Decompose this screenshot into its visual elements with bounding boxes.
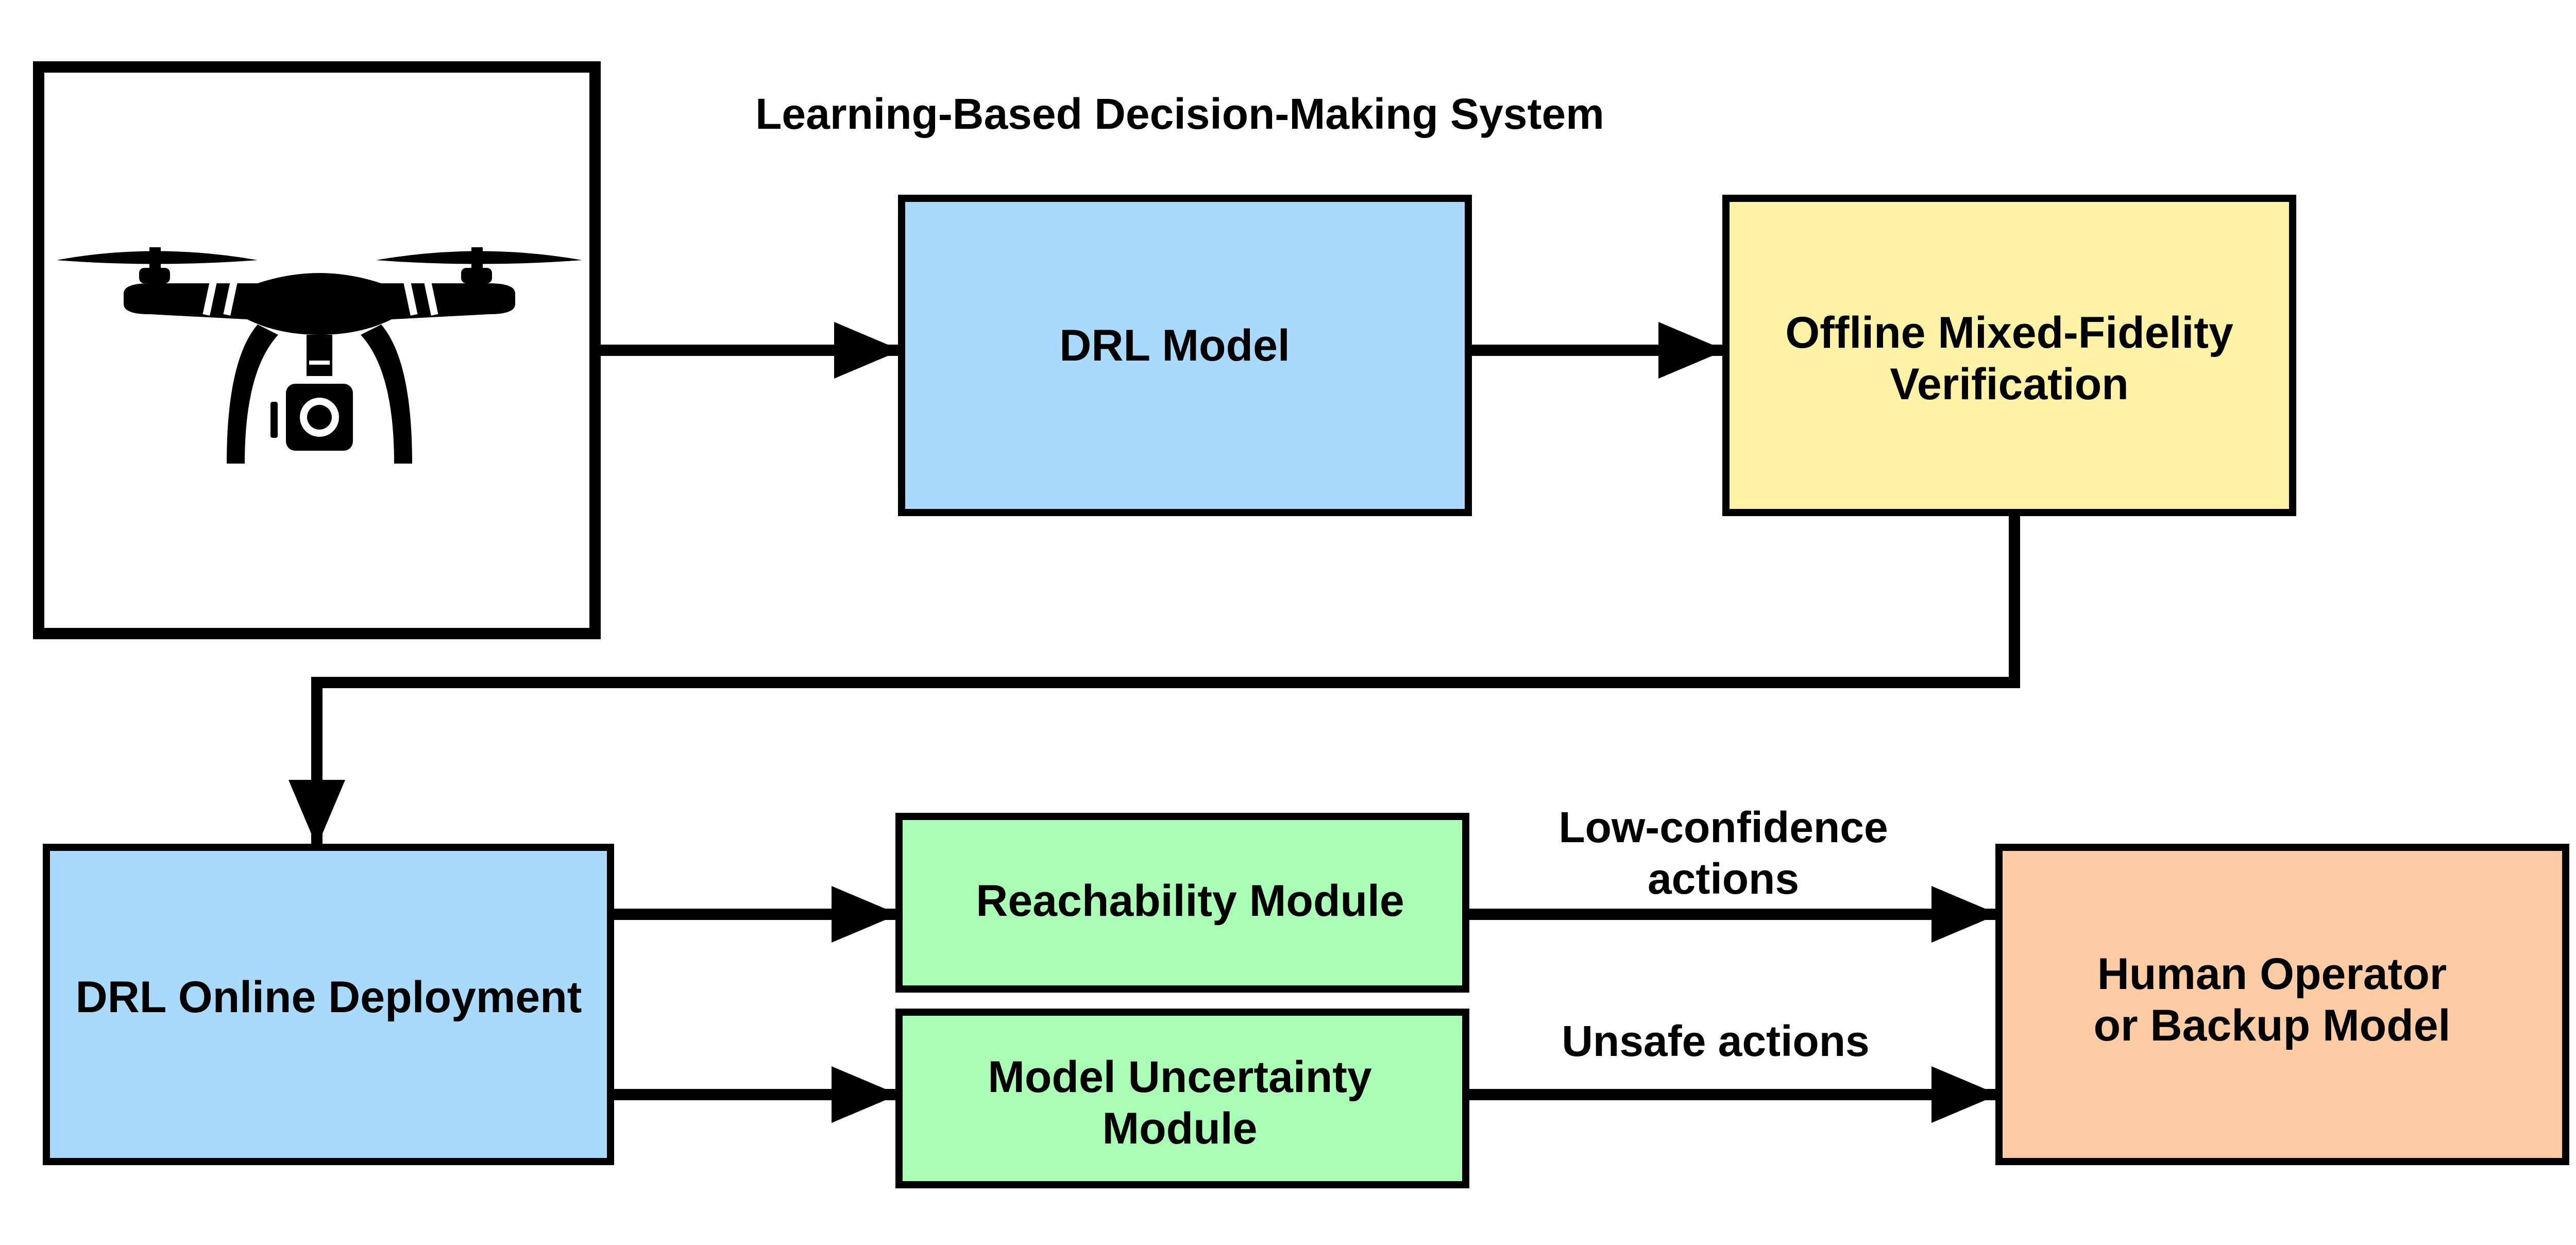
node-human-operator-label-line1: Human Operator	[2097, 949, 2447, 999]
edge-label-unsafe: Unsafe actions	[1562, 1017, 1870, 1065]
node-reachability: Reachability Module	[895, 813, 1469, 993]
node-uncertainty-label-line1: Model Uncertainty	[988, 1052, 1372, 1102]
node-reachability-box	[895, 813, 1469, 993]
node-human-operator-box	[1995, 844, 2569, 1165]
node-uncertainty-label-line2: Module	[1103, 1104, 1258, 1153]
drone-image	[33, 61, 601, 639]
edge-label-low-confidence-line2: actions	[1648, 855, 1799, 903]
node-human-operator-label-line2: or Backup Model	[2094, 1001, 2451, 1050]
node-drl-online: DRL Online Deployment	[43, 844, 614, 1165]
node-human-operator: Human Operator or Backup Model	[1995, 844, 2569, 1165]
drone-icon	[57, 247, 582, 464]
node-drl-online-label: DRL Online Deployment	[76, 973, 582, 1022]
node-offline-verification-label-line2: Verification	[1890, 360, 2129, 409]
node-drl-model-box	[898, 195, 1472, 516]
diagram-title: Learning-Based Decision-Making System	[755, 90, 1604, 138]
node-drl-model-label: DRL Model	[1059, 321, 1290, 370]
node-offline-verification: Offline Mixed-Fidelity Verification	[1722, 195, 2296, 516]
node-uncertainty-box	[895, 1009, 1469, 1188]
node-uncertainty: Model Uncertainty Module	[895, 1009, 1469, 1188]
node-offline-verification-box	[1722, 195, 2296, 516]
node-drl-model: DRL Model	[898, 195, 1472, 516]
node-offline-verification-label-line1: Offline Mixed-Fidelity	[1785, 308, 2233, 357]
node-reachability-label: Reachability Module	[976, 876, 1404, 926]
arrow-verification-to-online	[289, 510, 2020, 847]
edge-label-low-confidence-line1: Low-confidence	[1558, 803, 1888, 851]
connectors	[289, 322, 2020, 1123]
node-drl-online-box	[43, 844, 614, 1165]
